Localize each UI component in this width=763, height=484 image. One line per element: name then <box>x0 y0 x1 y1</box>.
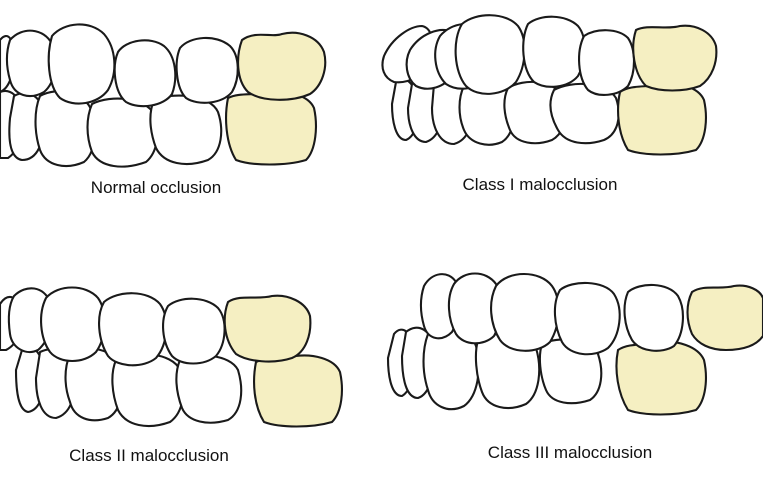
lower-teeth <box>390 77 707 156</box>
panel-normal-occlusion: Normal occlusion <box>0 23 327 197</box>
upper-tooth <box>522 15 586 88</box>
lower-tooth <box>86 97 159 168</box>
upper-tooth <box>623 283 684 352</box>
upper-first-molar <box>223 294 312 363</box>
upper-tooth <box>162 297 226 365</box>
upper-teeth <box>0 286 312 367</box>
lower-first-molar <box>615 340 707 416</box>
upper-tooth <box>578 29 636 96</box>
panel-class-2-malocclusion: Class II malocclusion <box>0 286 343 465</box>
caption-class-3-malocclusion: Class III malocclusion <box>488 443 652 462</box>
caption-class-2-malocclusion: Class II malocclusion <box>69 446 229 465</box>
lower-first-molar <box>617 82 707 156</box>
panel-class-1-malocclusion: Class I malocclusion <box>381 14 718 194</box>
caption-normal-occlusion: Normal occlusion <box>91 178 221 197</box>
upper-tooth <box>47 23 116 105</box>
upper-tooth <box>419 273 461 340</box>
lower-teeth <box>14 346 343 428</box>
upper-teeth <box>381 14 718 96</box>
upper-first-molar <box>632 24 718 92</box>
lower-first-molar <box>225 90 317 166</box>
panel-class-3-malocclusion: Class III malocclusion <box>386 272 763 462</box>
upper-tooth <box>113 39 177 108</box>
lower-tooth <box>111 353 185 427</box>
upper-tooth <box>454 14 526 95</box>
upper-tooth <box>7 287 53 354</box>
upper-first-molar <box>686 284 763 352</box>
upper-tooth <box>5 29 57 97</box>
upper-teeth <box>419 272 763 356</box>
upper-tooth <box>553 281 621 356</box>
caption-class-1-malocclusion: Class I malocclusion <box>463 175 618 194</box>
lower-tooth <box>149 94 223 165</box>
upper-first-molar <box>237 31 327 101</box>
upper-tooth <box>447 272 503 345</box>
upper-tooth <box>98 292 168 367</box>
upper-tooth <box>40 286 106 363</box>
upper-teeth <box>0 23 327 108</box>
lower-tooth <box>175 354 243 424</box>
upper-tooth <box>175 36 239 104</box>
lower-first-molar <box>253 354 343 428</box>
upper-tooth <box>490 273 560 352</box>
